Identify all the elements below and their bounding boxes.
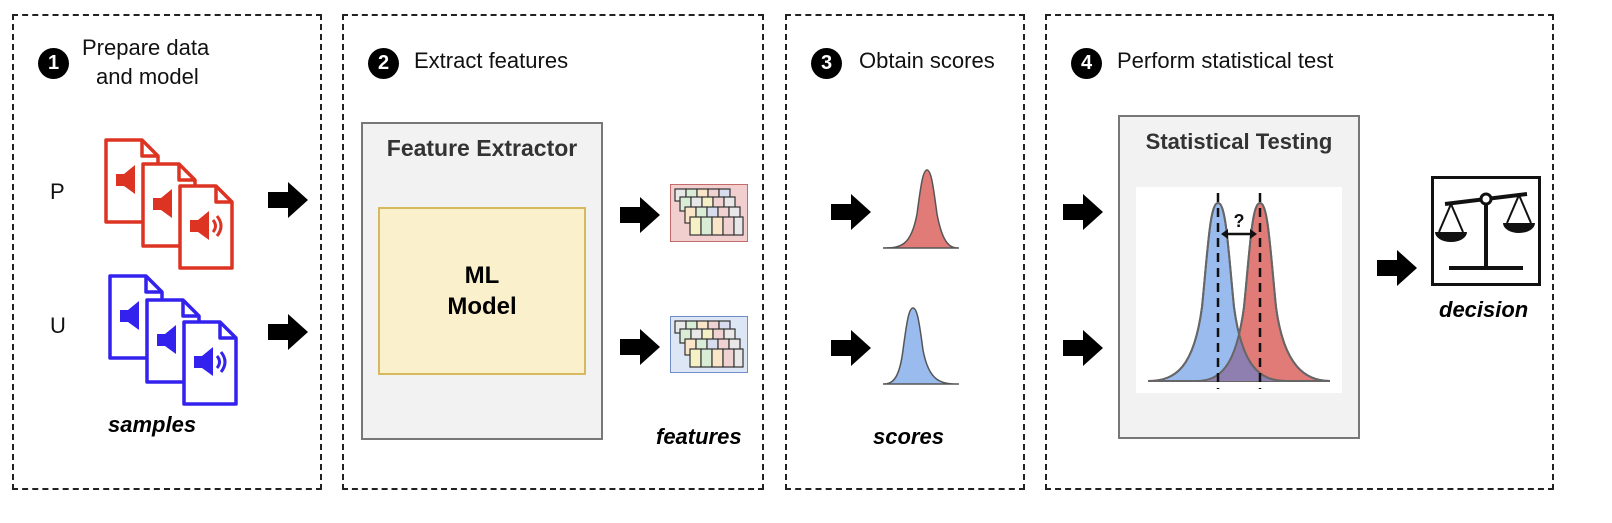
samples-label: samples	[108, 412, 197, 437]
arrow-right-icon	[1063, 330, 1103, 366]
statistical-testing-title: Statistical Testing	[1145, 129, 1333, 154]
p-score-distribution	[882, 169, 960, 249]
feature-extractor-box: Feature Extractor ML Model	[361, 122, 603, 440]
step-3-title: Obtain scores	[859, 48, 995, 73]
ml-model-label-line1: ML	[464, 262, 500, 289]
feature-grid-icon	[674, 320, 744, 368]
arrow-right-icon	[268, 182, 308, 218]
panel-statistical-test: 4 Perform statistical test Statistical T…	[1045, 14, 1554, 490]
step-4-title: Perform statistical test	[1117, 48, 1334, 73]
decision-label: decision	[1439, 297, 1529, 322]
group-label-p: P	[50, 179, 65, 204]
arrow-right-icon	[1377, 250, 1417, 286]
u-feature-tile	[670, 316, 748, 373]
feature-grid-icon	[674, 188, 744, 236]
features-label: features	[656, 424, 742, 449]
step-2-badge: 2	[368, 48, 399, 79]
overlapping-distributions-chart: ?	[1136, 187, 1342, 393]
ml-model-label-line2: Model	[447, 293, 517, 320]
panel-prepare-data: 1 Prepare data and model P U	[12, 14, 322, 490]
arrow-right-icon	[1063, 194, 1103, 230]
panel-obtain-scores: 3 Obtain scores scores	[785, 14, 1025, 490]
balance-scale-icon	[1431, 176, 1541, 286]
step-1-badge: 1	[38, 48, 69, 79]
p-feature-tile	[670, 184, 748, 242]
scores-label: scores	[873, 424, 944, 449]
panel-extract-features: 2 Extract features Feature Extractor ML …	[342, 14, 764, 490]
arrow-right-icon	[268, 314, 308, 350]
statistical-testing-box: Statistical Testing ?	[1118, 115, 1360, 439]
p-audio-files-icon	[104, 138, 234, 270]
step-1-title: Prepare data and model	[82, 35, 210, 89]
difference-question-mark: ?	[1234, 211, 1245, 231]
arrow-right-icon	[831, 330, 871, 366]
arrow-right-icon	[620, 197, 660, 233]
step-2-title: Extract features	[414, 48, 569, 73]
arrow-right-icon	[831, 194, 871, 230]
feature-extractor-title: Feature Extractor	[386, 135, 578, 161]
step-3-badge: 3	[811, 48, 842, 79]
group-label-u: U	[50, 313, 66, 338]
step-4-badge: 4	[1071, 48, 1102, 79]
arrow-right-icon	[620, 329, 660, 365]
u-audio-files-icon	[108, 274, 238, 406]
ml-model-box: ML Model	[378, 207, 586, 375]
u-score-distribution	[882, 307, 960, 385]
